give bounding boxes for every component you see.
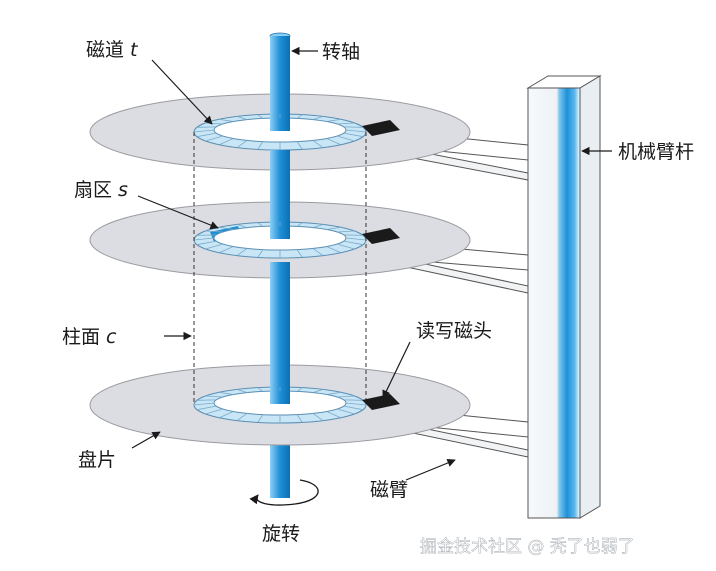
- track-segment-divider: [236, 224, 248, 228]
- track-segment-divider: [337, 243, 355, 250]
- watermark: 掘金技术社区 @ 秃了也弱了: [420, 537, 635, 557]
- track-segment-divider: [193, 129, 215, 133]
- track-segment-divider: [205, 408, 223, 415]
- spindle-label: 转轴: [322, 41, 360, 63]
- track-segment-divider: [205, 135, 223, 142]
- track-segment-divider: [219, 246, 234, 254]
- track-segment-divider: [236, 248, 248, 256]
- rotation-label: 旋转: [262, 523, 300, 545]
- track-segment-divider: [296, 114, 303, 119]
- track-segment-divider: [236, 116, 248, 120]
- track-segment-divider: [343, 132, 364, 138]
- head-leader: [382, 341, 411, 399]
- track-segment-divider: [326, 391, 341, 395]
- platter-middle: [89, 150, 471, 279]
- track-segment-divider: [196, 240, 217, 246]
- track-segment-divider: [337, 230, 355, 233]
- cylinder-outline: [193, 132, 367, 405]
- track-segment-divider: [236, 413, 248, 421]
- track-segment-divider: [337, 408, 355, 415]
- track-segment-divider: [326, 138, 341, 146]
- track-segment-divider: [205, 395, 223, 398]
- track-segment-divider: [345, 402, 367, 406]
- track-segment-divider: [219, 226, 234, 230]
- track-segment-divider: [312, 140, 324, 148]
- track-segment-divider: [296, 414, 303, 423]
- track-segment-divider: [326, 246, 341, 254]
- track-segment-divider: [257, 141, 264, 150]
- track-segment-divider: [326, 411, 341, 419]
- track-segment-divider: [219, 411, 234, 419]
- track-segment-divider: [196, 405, 217, 411]
- track-leader: [151, 59, 213, 125]
- head-top: [362, 120, 400, 136]
- read-write-head-label: 读写磁头: [416, 320, 492, 342]
- track-segment-divider: [312, 248, 324, 256]
- track-segment-divider: [296, 249, 303, 258]
- platter-top: [89, 36, 471, 171]
- platter-bottom: [89, 262, 471, 498]
- track-segment-divider: [193, 402, 215, 406]
- track-segment-divider: [312, 224, 324, 228]
- track-segment-divider: [312, 389, 324, 393]
- track-segment-divider: [343, 240, 364, 246]
- track-segment-divider: [343, 405, 364, 411]
- head-bottom: [362, 394, 400, 410]
- track-segment-divider: [326, 118, 341, 122]
- track-segment-divider: [345, 129, 367, 133]
- read-write-heads: [362, 120, 400, 410]
- track-segment-divider: [337, 122, 355, 125]
- track-segment-divider: [337, 135, 355, 142]
- track-segment-divider: [219, 391, 234, 395]
- track-segment-divider: [257, 222, 264, 227]
- sector-leader: [137, 195, 219, 230]
- track-segment-divider: [326, 226, 341, 230]
- arm-label: 磁臂: [370, 479, 408, 501]
- track-segment-divider: [312, 116, 324, 120]
- track-segment-divider: [345, 237, 367, 241]
- actuator-pillar: [526, 75, 602, 519]
- track-segment-divider: [205, 243, 223, 250]
- track-segment-divider: [196, 132, 217, 138]
- track-segment-divider: [257, 387, 264, 392]
- track-segment-divider: [257, 114, 264, 119]
- track-segment-divider: [219, 118, 234, 122]
- track-segment-divider: [236, 140, 248, 148]
- track-segment-divider: [257, 414, 264, 423]
- rotation-arrow: [249, 479, 319, 506]
- track-segment-divider: [205, 230, 223, 233]
- platter-leader: [131, 431, 161, 449]
- track-segment-divider: [219, 138, 234, 146]
- actuator-arm-label: 机械臂杆: [618, 141, 694, 163]
- track-segments: [193, 114, 367, 423]
- track-segment-divider: [312, 413, 324, 421]
- track-segment-divider: [296, 141, 303, 150]
- platter-label: 盘片: [78, 449, 116, 471]
- track-segment-divider: [337, 395, 355, 398]
- track-segment-divider: [193, 237, 215, 241]
- arm-leader: [405, 458, 456, 481]
- track-segment-divider: [257, 249, 264, 258]
- track-segment-divider: [296, 387, 303, 392]
- head-middle: [362, 228, 400, 244]
- track-segment-divider: [296, 222, 303, 227]
- track-segment-divider: [236, 389, 248, 393]
